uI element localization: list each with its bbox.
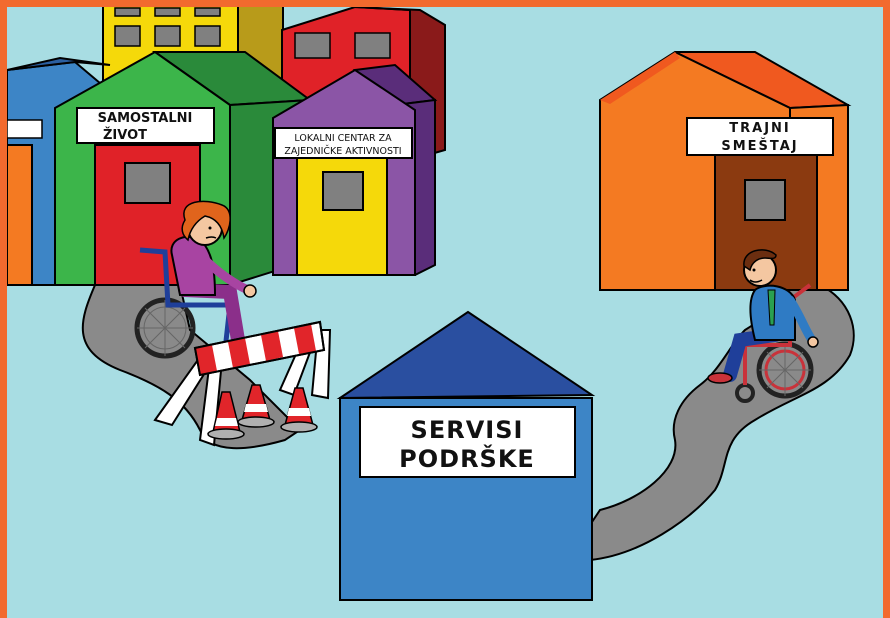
trajni-sign-line2: SMEŠTAJ	[721, 138, 798, 154]
lokalni-sign-line2: ZAJEDNIČKE AKTIVNOSTI	[284, 145, 401, 157]
illustration-scene: SAMOSTALNI ŽIVOT LOKALNI CENTAR ZA ZAJED…	[7, 7, 883, 618]
servisi-sign-line1: SERVISI	[411, 416, 524, 444]
samostalni-sign-line2: ŽIVOT	[103, 127, 147, 143]
blue-house-servisi-podrske: SERVISI PODRŠKE	[340, 312, 592, 600]
orange-house-trajni-smestaj: TRAJNI SMEŠTAJ	[600, 52, 848, 290]
lokalni-sign-line1: LOKALNI CENTAR ZA	[294, 133, 392, 144]
road-right	[590, 285, 854, 560]
scene-svg: SAMOSTALNI ŽIVOT LOKALNI CENTAR ZA ZAJED…	[7, 7, 883, 618]
samostalni-sign-line1: SAMOSTALNI	[98, 111, 193, 126]
servisi-sign-line2: PODRŠKE	[399, 443, 535, 473]
trajni-sign-line1: TRAJNI	[729, 121, 791, 136]
